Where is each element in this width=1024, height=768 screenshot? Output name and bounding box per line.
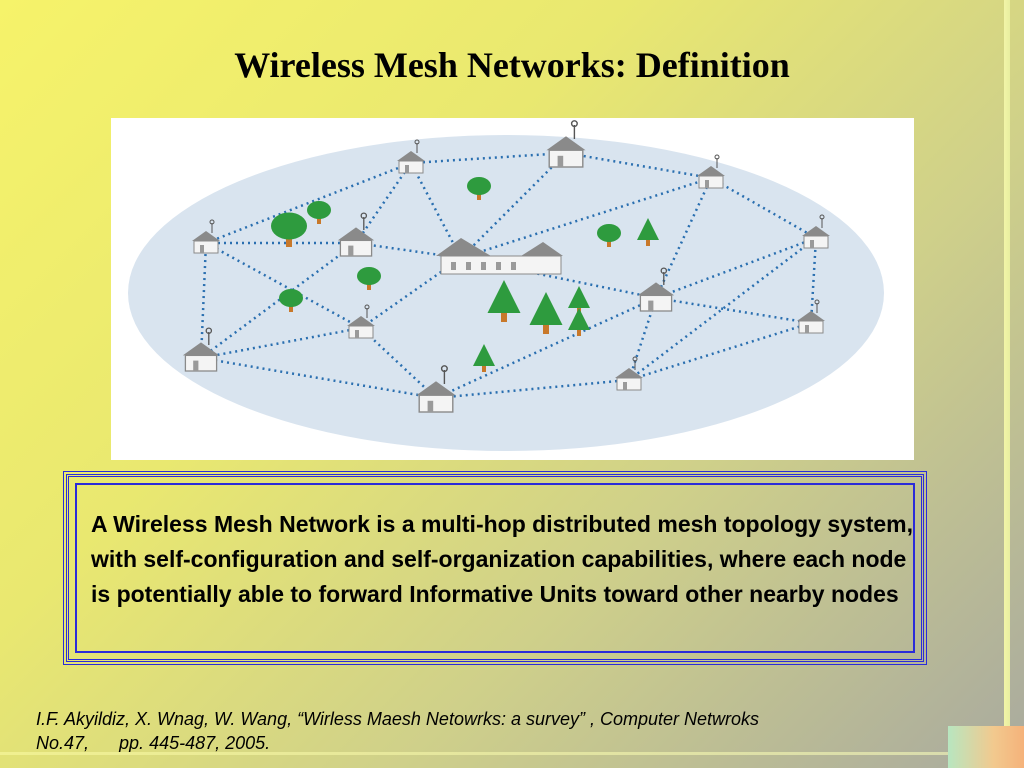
slide-title: Wireless Mesh Networks: Definition <box>234 45 790 85</box>
mesh-network-illustration <box>111 118 914 460</box>
citation-line-2: No.47, pp. 445-487, 2005. <box>36 733 271 753</box>
citation: I.F. Akyildiz, X. Wnag, W. Wang, “Wirles… <box>36 707 956 755</box>
decorative-right-rule <box>1004 0 1010 730</box>
decorative-bottom-rule <box>0 752 1024 755</box>
decorative-corner-block <box>948 726 1024 768</box>
central-building <box>436 238 563 275</box>
citation-line-1: I.F. Akyildiz, X. Wnag, W. Wang, “Wirles… <box>36 709 760 729</box>
definition-text: A Wireless Mesh Network is a multi-hop d… <box>91 511 913 607</box>
definition-box-inner-border <box>75 483 915 653</box>
definition-box: A Wireless Mesh Network is a multi-hop d… <box>63 471 927 665</box>
mesh-links <box>199 151 818 400</box>
